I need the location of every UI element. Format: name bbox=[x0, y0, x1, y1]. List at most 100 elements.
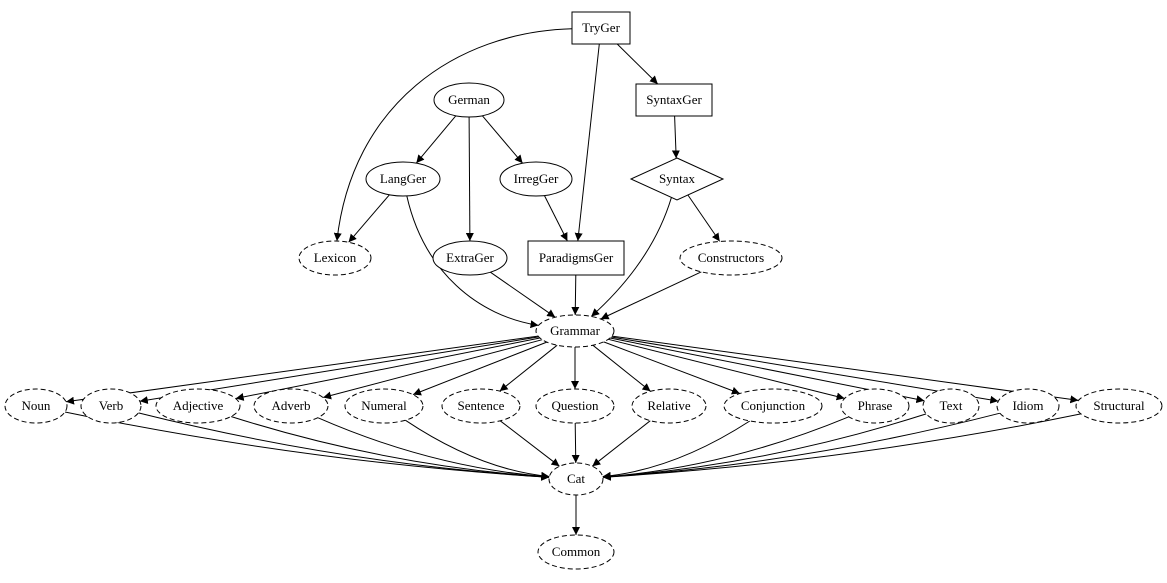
node-label-langger: LangGer bbox=[380, 171, 427, 186]
node-phrase: Phrase bbox=[840, 388, 910, 424]
edge-adjective-cat bbox=[230, 416, 550, 481]
node-idiom: Idiom bbox=[996, 388, 1060, 424]
edge-grammar-idiom bbox=[611, 336, 999, 404]
diamond-outline bbox=[629, 157, 725, 201]
node-label-structural: Structural bbox=[1093, 398, 1145, 413]
node-grammar: Grammar bbox=[535, 314, 615, 348]
node-label-syntaxger: SyntaxGer bbox=[646, 92, 702, 107]
node-label-tryger: TryGer bbox=[582, 20, 620, 35]
ellipse-outline bbox=[80, 388, 142, 424]
ellipse-outline bbox=[535, 388, 615, 424]
ellipse-outline bbox=[723, 388, 823, 424]
node-label-text: Text bbox=[940, 398, 963, 413]
node-langger: LangGer bbox=[365, 161, 441, 197]
node-label-idiom: Idiom bbox=[1012, 398, 1043, 413]
edge-grammar-phrase bbox=[608, 338, 845, 401]
edge-langger-lexicon bbox=[348, 194, 390, 243]
node-syntaxger: SyntaxGer bbox=[635, 83, 713, 117]
rect-outline bbox=[635, 83, 713, 117]
node-german: German bbox=[433, 82, 505, 118]
node-label-common: Common bbox=[552, 544, 601, 559]
edge-verb-cat bbox=[138, 412, 550, 481]
ellipse-outline bbox=[535, 314, 615, 348]
ellipse-outline bbox=[922, 388, 980, 424]
edge-grammar-noun bbox=[65, 335, 539, 405]
node-label-constructors: Constructors bbox=[698, 250, 764, 265]
node-label-question: Question bbox=[552, 398, 599, 413]
node-structural: Structural bbox=[1075, 388, 1163, 424]
edge-numeral-cat bbox=[405, 419, 550, 480]
node-label-phrase: Phrase bbox=[858, 398, 893, 413]
edge-extrager-grammar bbox=[490, 271, 556, 318]
ellipse-outline bbox=[631, 388, 707, 424]
node-label-verb: Verb bbox=[99, 398, 124, 413]
node-numeral: Numeral bbox=[344, 388, 424, 424]
node-syntax: Syntax bbox=[629, 157, 725, 201]
node-adverb: Adverb bbox=[253, 388, 329, 424]
node-adjective: Adjective bbox=[155, 388, 241, 424]
edge-tryger-syntaxger bbox=[616, 43, 659, 85]
ellipse-outline bbox=[344, 388, 424, 424]
ellipse-outline bbox=[499, 161, 573, 197]
node-label-paradigmsger: ParadigmsGer bbox=[539, 250, 614, 265]
node-question: Question bbox=[535, 388, 615, 424]
node-label-irregger: IrregGer bbox=[514, 171, 559, 186]
edge-grammar-adjective bbox=[235, 337, 540, 401]
edge-sentence-cat bbox=[499, 420, 560, 467]
ellipse-outline bbox=[840, 388, 910, 424]
node-common: Common bbox=[537, 534, 615, 570]
edge-paradigmsger-grammar bbox=[571, 274, 580, 316]
node-label-noun: Noun bbox=[22, 398, 51, 413]
edge-grammar-numeral bbox=[412, 341, 547, 396]
edge-irregger-paradigmsger bbox=[543, 195, 568, 242]
edge-syntaxger-syntax bbox=[671, 115, 680, 159]
edge-grammar-relative bbox=[592, 344, 651, 392]
edge-syntax-grammar bbox=[590, 197, 672, 317]
node-paradigmsger: ParadigmsGer bbox=[527, 240, 625, 276]
ellipse-outline bbox=[365, 161, 441, 197]
edge-structural-cat bbox=[602, 413, 1082, 481]
node-cat: Cat bbox=[548, 462, 604, 496]
node-lexicon: Lexicon bbox=[298, 240, 372, 276]
edge-adverb-cat bbox=[317, 417, 550, 481]
edge-phrase-cat bbox=[602, 416, 849, 481]
ellipse-outline bbox=[537, 534, 615, 570]
node-tryger: TryGer bbox=[571, 11, 631, 45]
node-label-conjunction: Conjunction bbox=[741, 398, 806, 413]
node-noun: Noun bbox=[4, 388, 68, 424]
node-label-relative: Relative bbox=[647, 398, 691, 413]
ellipse-outline bbox=[679, 240, 783, 276]
edge-conjunction-cat bbox=[602, 420, 751, 480]
edge-grammar-sentence bbox=[499, 344, 558, 392]
node-irregger: IrregGer bbox=[499, 161, 573, 197]
edge-syntax-constructors bbox=[687, 194, 721, 242]
node-verb: Verb bbox=[80, 388, 142, 424]
edge-grammar-conjunction bbox=[603, 341, 741, 395]
edge-question-cat bbox=[571, 422, 580, 464]
edge-langger-grammar bbox=[406, 195, 539, 329]
ellipse-outline bbox=[996, 388, 1060, 424]
ellipse-outline bbox=[1075, 388, 1163, 424]
ellipse-outline bbox=[253, 388, 329, 424]
ellipse-outline bbox=[4, 388, 68, 424]
edge-text-cat bbox=[602, 413, 927, 481]
node-label-german: German bbox=[448, 92, 490, 107]
node-relative: Relative bbox=[631, 388, 707, 424]
edge-german-langger bbox=[415, 115, 457, 164]
edge-german-extrager bbox=[465, 116, 474, 242]
node-label-adjective: Adjective bbox=[173, 398, 224, 413]
edge-grammar-adverb bbox=[322, 339, 543, 400]
node-conjunction: Conjunction bbox=[723, 388, 823, 424]
ellipse-outline bbox=[441, 388, 521, 424]
ellipse-outline bbox=[298, 240, 372, 276]
edge-tryger-lexicon bbox=[333, 28, 573, 242]
node-label-cat: Cat bbox=[567, 471, 585, 486]
node-label-sentence: Sentence bbox=[458, 398, 505, 413]
node-label-syntax: Syntax bbox=[659, 171, 696, 186]
node-text: Text bbox=[922, 388, 980, 424]
ellipse-outline bbox=[155, 388, 241, 424]
edge-grammar-structural bbox=[611, 335, 1079, 404]
ellipse-outline bbox=[548, 462, 604, 496]
